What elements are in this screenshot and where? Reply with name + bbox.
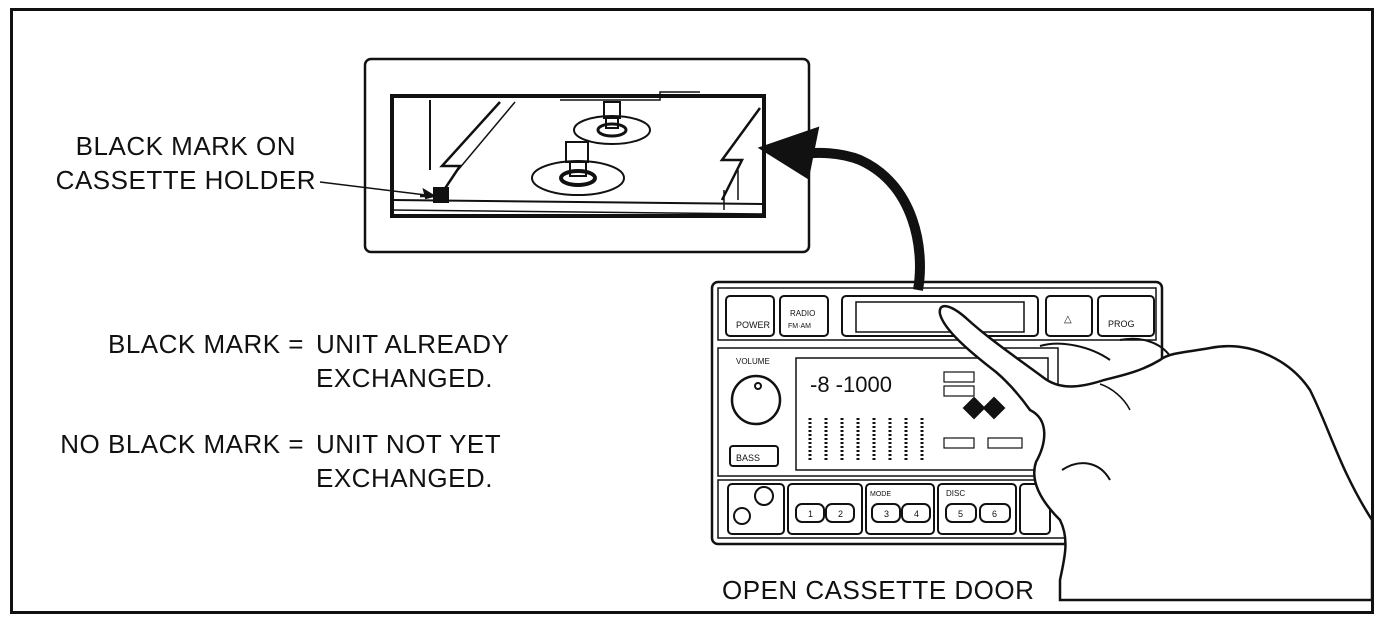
display-digits: -8 -1000 (810, 372, 892, 397)
preset-1-button (795, 503, 825, 523)
caption-open-cassette-door: OPEN CASSETTE DOOR (722, 575, 1035, 605)
power-label: POWER (736, 320, 771, 330)
radio-label-bottom: FM·AM (788, 323, 811, 330)
black-mark (433, 187, 449, 203)
prog-button (1097, 295, 1155, 337)
volume-label: VOLUME (736, 357, 770, 366)
preset-1-label: 1 (808, 509, 813, 519)
legend-nomark-line-1: UNIT NOT YET (316, 429, 502, 459)
preset-2-label: 2 (838, 509, 843, 519)
car-radio (710, 280, 1164, 546)
preset-4-label: 4 (914, 509, 919, 519)
hand (938, 305, 1374, 602)
bass-button (729, 445, 779, 467)
preset-6-label: 6 (992, 509, 997, 519)
legend-mark-line-1: UNIT ALREADY (316, 329, 510, 359)
preset-4-button (901, 503, 931, 523)
disc-label: DISC (946, 489, 965, 498)
radio-button (779, 295, 829, 337)
cassette-door (841, 295, 1039, 337)
preset-5-label: 5 (958, 509, 963, 519)
legend-nomark-line-2: EXCHANGED. (316, 463, 493, 493)
illustration-frame (10, 8, 1374, 614)
eject-label: △ (1064, 314, 1072, 325)
preset-2-button (825, 503, 855, 523)
preset-6-button (979, 503, 1011, 523)
eject-button (1045, 295, 1093, 337)
bass-label: BASS (736, 453, 760, 463)
radio-label-top: RADIO (790, 309, 815, 318)
preset-3-button (871, 503, 901, 523)
prog-label: PROG (1108, 319, 1135, 329)
power-button (725, 295, 775, 337)
volume-knob (730, 374, 782, 426)
radio-labels: POWER RADIO FM·AM △ PROG VOLUME BASS -8 … (736, 309, 1135, 519)
callout-line-1: BLACK MARK ON (75, 131, 296, 161)
legend-mark-line-2: EXCHANGED. (316, 363, 493, 393)
curved-arrow (757, 126, 925, 291)
legend-nomark-term: NO BLACK MARK = (60, 429, 304, 459)
mode-label: MODE (870, 491, 891, 498)
preset-3-label: 3 (884, 509, 889, 519)
preset-5-button (945, 503, 977, 523)
cassette-holder-inset (319, 57, 811, 254)
callout-line-2: CASSETTE HOLDER (55, 165, 316, 195)
legend-mark-term: BLACK MARK = (107, 329, 304, 359)
